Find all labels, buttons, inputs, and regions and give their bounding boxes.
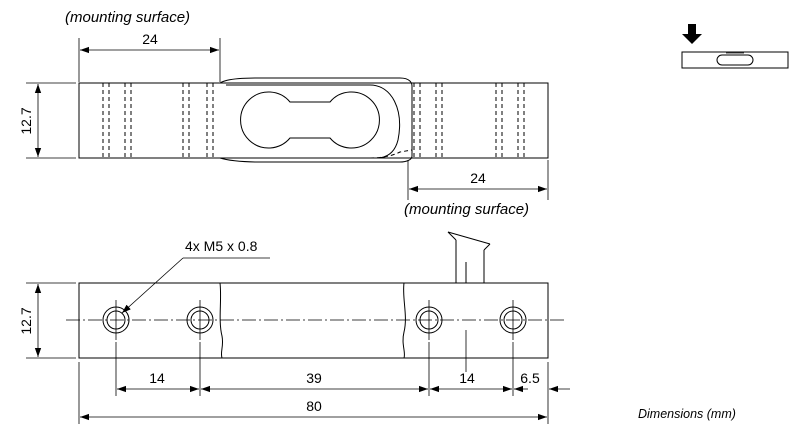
threaded-hole-1 [102, 300, 130, 340]
thread-callout-leader [121, 257, 270, 314]
orientation-thumbnail [681, 24, 789, 69]
threaded-hole-3 [415, 300, 443, 340]
dim-label-6-5: 6.5 [520, 370, 540, 386]
top-dim-left-24 [78, 38, 221, 82]
threaded-hole-4 [499, 300, 527, 340]
units-note: Dimensions (mm) [638, 407, 736, 421]
front-dim-height [26, 282, 76, 359]
thread-callout-label: 4x M5 x 0.8 [185, 238, 258, 254]
bottom-extension-lines [78, 330, 549, 424]
dim-label-24-right: 24 [470, 170, 486, 186]
front-body-outline [78, 282, 549, 359]
dumbbell-cutout [240, 91, 380, 149]
dim-label-14-right: 14 [459, 370, 475, 386]
dim-label-height-front: 12.7 [18, 307, 34, 334]
top-dim-height [26, 82, 76, 159]
dim-label-39: 39 [306, 370, 322, 386]
gauge-cover-outline [219, 77, 413, 163]
dim-label-80: 80 [306, 398, 322, 414]
mounting-surface-label-right: (mounting surface) [404, 201, 529, 218]
dim-label-14-left: 14 [149, 370, 165, 386]
front-view: 4x M5 x 0.8 12.7 14 39 14 6 [18, 231, 570, 424]
dim-label-height-top: 12.7 [18, 107, 34, 134]
dim-label-24-left: 24 [142, 31, 158, 47]
cable-exit [447, 231, 491, 283]
down-arrow-icon [682, 24, 702, 44]
top-body-outline [78, 82, 549, 159]
threaded-hole-2 [186, 300, 214, 340]
hidden-holes [102, 83, 525, 158]
mounting-surface-label-left: (mounting surface) [65, 9, 190, 26]
top-dim-right-24 [407, 160, 549, 200]
gauge-cover-inner-outline [226, 84, 400, 159]
top-view: (mounting surface) 24 12.7 [18, 9, 549, 218]
